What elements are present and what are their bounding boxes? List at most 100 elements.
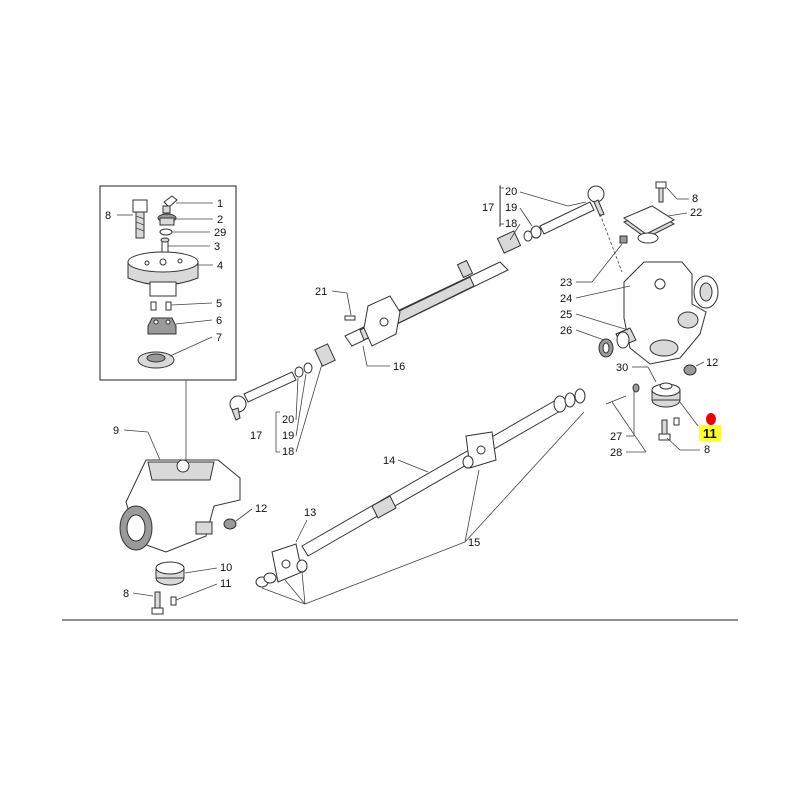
label-26: 26: [560, 325, 572, 337]
leader-10: [184, 567, 218, 574]
leaders-15: [304, 411, 585, 605]
label-8-lower-left: 8: [123, 588, 129, 600]
washer-part-29: [159, 228, 173, 236]
label-7: 7: [216, 332, 222, 344]
screw-part-11-right: [673, 417, 680, 426]
leader-21: [331, 290, 348, 294]
pivot-part-10: [155, 561, 185, 586]
label-18-lower: 18: [282, 446, 294, 458]
label-11-right-highlighted: 11: [703, 426, 717, 441]
label-19-lower: 19: [282, 430, 294, 442]
cover-plate-part-4: [127, 251, 199, 297]
knuckle-part-24: [623, 261, 719, 365]
leader-16: [362, 345, 368, 367]
label-30: 30: [616, 362, 628, 374]
bolt-part-30: [605, 383, 640, 405]
flange-part-13: [255, 543, 308, 588]
label-19-upper: 19: [505, 202, 517, 214]
leader-9b: [147, 431, 161, 461]
label-24: 24: [560, 293, 572, 305]
leader-8-lower-left: [132, 592, 154, 597]
label-8-top-right: 8: [692, 193, 698, 205]
leader-11-left: [175, 583, 218, 601]
leader-21b: [346, 292, 352, 316]
seal-part-26: [598, 338, 614, 358]
label-4: 4: [217, 260, 223, 272]
leader-23b: [591, 243, 623, 283]
grease-nipple-part-1: [162, 195, 178, 214]
leader-8-top-right: [666, 187, 678, 200]
label-8-lower-right: 8: [704, 444, 710, 456]
pivot-part-lower-right: [651, 382, 681, 408]
leader-20-upper-end: [567, 201, 587, 207]
inset-frame: [99, 185, 237, 381]
leader-25: [575, 313, 629, 331]
cylinder-part-16: [344, 259, 509, 347]
leader-23-dash: [599, 213, 623, 273]
inset-leaders: [117, 202, 213, 460]
bearing-part-6: [147, 317, 177, 335]
label-29: 29: [214, 227, 226, 239]
leader-8-lower-right: [666, 437, 681, 451]
leader-26: [575, 329, 605, 341]
grease-nipple-part-23: [619, 235, 628, 244]
label-20-lower: 20: [282, 414, 294, 426]
leaders-lower-tierod: [295, 363, 323, 453]
leader-12-left: [235, 508, 253, 522]
leader-14: [397, 459, 429, 473]
nut-part-12-right: [683, 364, 697, 376]
leader-11-right: [679, 401, 699, 427]
leader-24: [575, 285, 631, 299]
label-11-left: 11: [220, 578, 231, 590]
label-28: 28: [610, 447, 622, 459]
flange-part-15: [462, 431, 497, 469]
label-8-inset: 8: [105, 210, 111, 222]
highlight-marker: [706, 413, 716, 425]
label-16: 16: [393, 361, 405, 373]
label-15: 15: [468, 537, 480, 549]
leaders-13-rings: [261, 571, 306, 605]
screw-part-21: [344, 315, 356, 321]
tierod-end-lower: [229, 343, 336, 421]
highlight-box-11: [699, 425, 721, 441]
label-12-right: 12: [706, 357, 718, 369]
bushing-part-25: [615, 327, 637, 349]
leaders-upper-tierod: [509, 191, 569, 241]
nut-part-12-left: [223, 518, 237, 530]
seal-part-7: [137, 351, 175, 369]
label-23: 23: [560, 277, 572, 289]
screws-part-5: [150, 301, 172, 311]
label-27: 27: [610, 431, 622, 443]
label-6: 6: [216, 315, 222, 327]
label-5: 5: [216, 298, 222, 310]
label-17-upper: 17: [482, 202, 494, 214]
label-20-upper: 20: [505, 186, 517, 198]
label-14: 14: [383, 455, 395, 467]
label-2: 2: [217, 214, 223, 226]
label-3: 3: [214, 241, 220, 253]
label-17-lower: 17: [250, 430, 262, 442]
leader-13: [295, 519, 308, 543]
nut-part-2: [157, 213, 177, 226]
label-21: 21: [315, 286, 327, 298]
cover-plate-part-22: [622, 205, 676, 244]
label-18-upper: 18: [505, 218, 517, 230]
bolt-part-8-lower-right: [658, 419, 671, 441]
bolt-part-8-top-right: [655, 181, 667, 203]
knuckle-part-9: [119, 459, 241, 553]
leader-22: [667, 212, 688, 217]
label-25: 25: [560, 309, 572, 321]
leader-28b: [611, 401, 647, 453]
label-22: 22: [690, 207, 702, 219]
label-12-left: 12: [255, 503, 267, 515]
label-10: 10: [220, 562, 232, 574]
label-1: 1: [217, 198, 223, 210]
screw-part-11-left: [170, 596, 177, 606]
cylinder-part-14: [301, 388, 586, 557]
label-9: 9: [113, 425, 119, 437]
leader-30b: [647, 366, 657, 383]
leader-9: [123, 429, 149, 433]
tierod-end-upper: [496, 185, 605, 254]
leader-12-right: [695, 361, 705, 367]
